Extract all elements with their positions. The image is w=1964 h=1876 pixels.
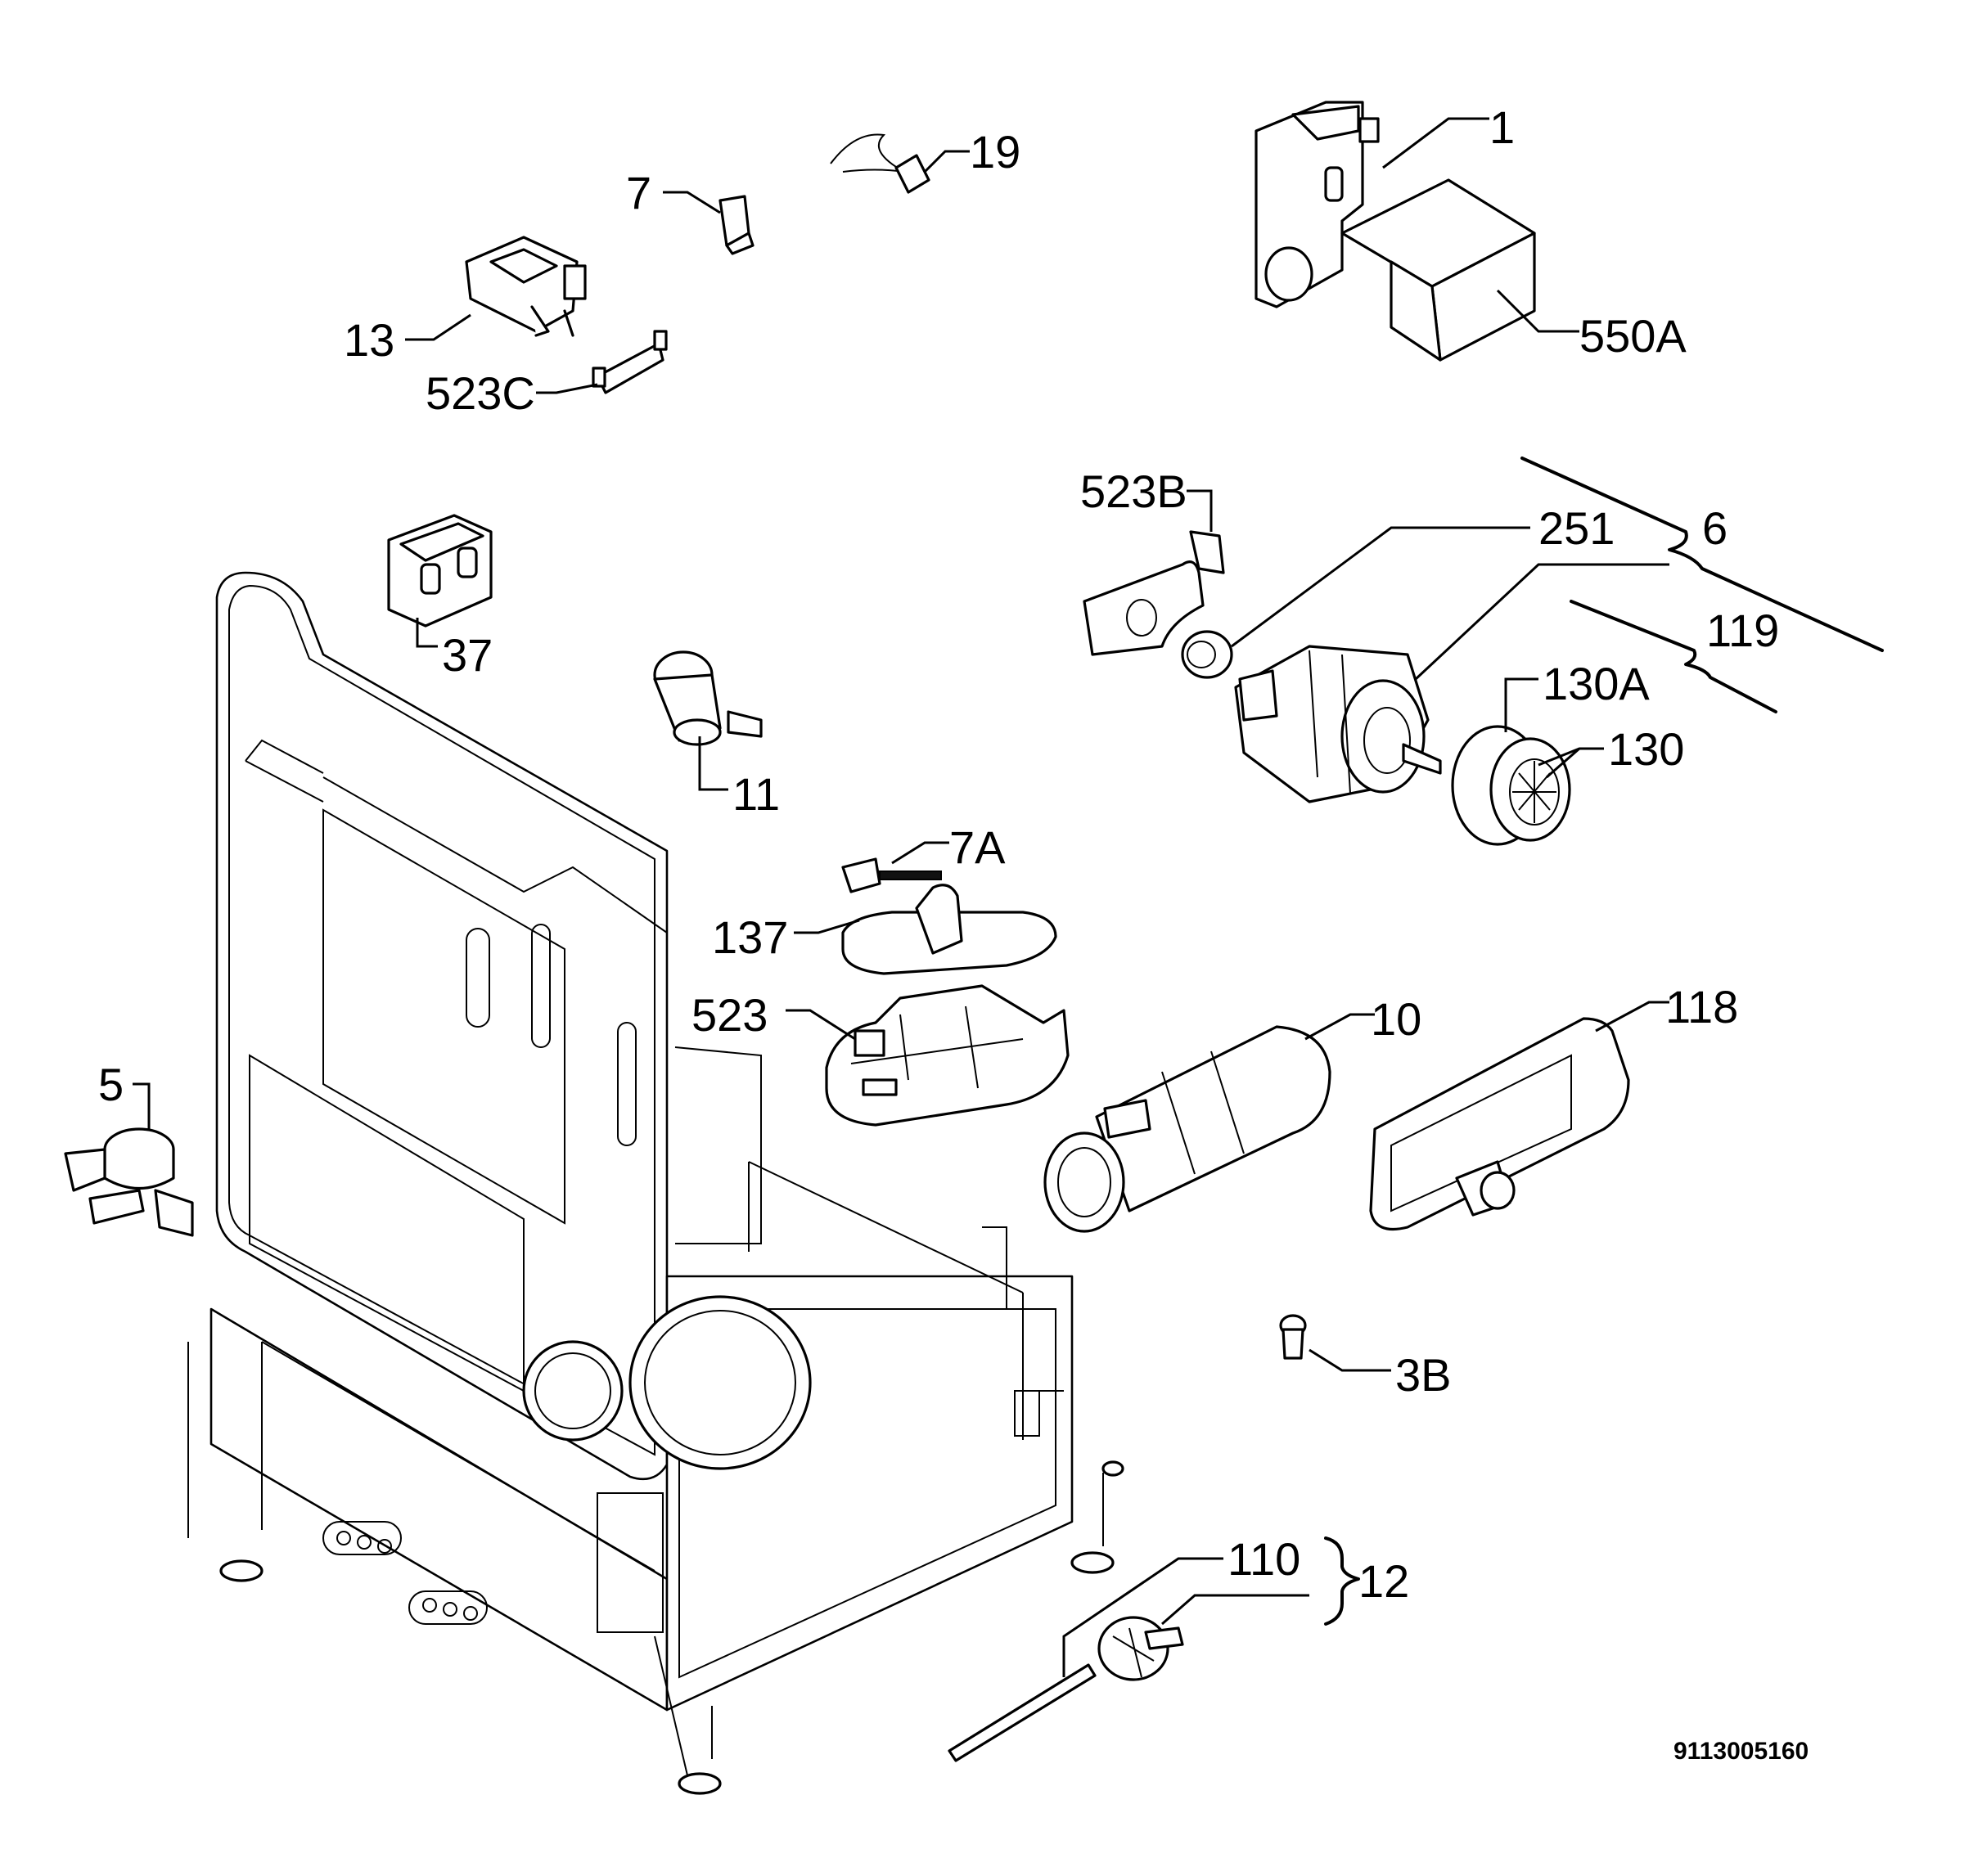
svg-text:6: 6 [1702, 502, 1728, 554]
svg-text:130A: 130A [1543, 658, 1650, 709]
svg-text:13: 13 [344, 314, 394, 366]
svg-text:110: 110 [1228, 1533, 1300, 1585]
svg-text:37: 37 [442, 629, 493, 681]
svg-text:3B: 3B [1395, 1349, 1452, 1401]
svg-text:523C: 523C [426, 367, 535, 419]
part-19-sensor [830, 133, 970, 194]
svg-text:10: 10 [1371, 993, 1421, 1045]
part-37-relay [387, 514, 493, 648]
drawing-code: 9113005160 [1673, 1738, 1809, 1765]
callout-3b: 3B [1395, 1349, 1452, 1401]
callout-7: 7 [626, 167, 651, 218]
callout-10: 10 [1371, 993, 1421, 1045]
svg-text:137: 137 [712, 911, 788, 963]
part-110-pressure-switch [948, 1557, 1309, 1762]
callout-5: 5 [98, 1059, 124, 1110]
part-251-seal [1181, 526, 1530, 679]
part-523c-bracket [536, 330, 668, 394]
svg-text:523: 523 [691, 989, 768, 1041]
part-7-switch [663, 191, 755, 255]
callout-137: 137 [712, 911, 788, 963]
part-118-dispenser [1369, 1001, 1669, 1231]
svg-text:5: 5 [98, 1059, 124, 1110]
callout-523c: 523C [426, 367, 535, 419]
part-6-circulation-pump [1234, 563, 1669, 803]
svg-text:251: 251 [1538, 502, 1615, 554]
callout-130: 130 [1608, 723, 1684, 775]
part-137-cover [794, 884, 1057, 975]
part-550a-box [1340, 178, 1579, 362]
callout-523b: 523B [1080, 466, 1187, 517]
part-3b-sensor [1279, 1314, 1391, 1372]
callout-119: 119 [1570, 600, 1779, 713]
callout-12: 12 [1324, 1536, 1409, 1626]
callout-7a: 7A [949, 821, 1006, 873]
callout-6: 6 [1520, 457, 1884, 652]
part-130-impeller [1451, 677, 1604, 846]
part-523b-bracket [1083, 489, 1225, 656]
callout-110: 110 [1228, 1533, 1300, 1585]
callout-11: 11 [732, 768, 780, 820]
callout-1: 1 [1489, 101, 1515, 153]
tub-frame-assembly [187, 571, 1124, 1795]
part-10-heater [1043, 1013, 1375, 1233]
callout-118: 118 [1665, 981, 1738, 1032]
part-11-capacitor [653, 650, 763, 791]
svg-text:1: 1 [1489, 101, 1515, 153]
callout-130a: 130A [1543, 658, 1650, 709]
svg-text:19: 19 [970, 126, 1020, 178]
part-13-door-lock [405, 236, 587, 341]
svg-text:12: 12 [1358, 1555, 1409, 1607]
part-5-inlet-valve [64, 1082, 194, 1237]
svg-text:523B: 523B [1080, 466, 1187, 517]
callout-37: 37 [442, 629, 493, 681]
callout-550a: 550A [1579, 310, 1687, 362]
svg-text:7A: 7A [949, 821, 1006, 873]
callout-523: 523 [691, 989, 768, 1041]
callout-19: 19 [970, 126, 1020, 178]
callout-13: 13 [344, 314, 394, 366]
svg-text:11: 11 [732, 768, 780, 820]
svg-text:7: 7 [626, 167, 651, 218]
part-programmer-timer [1255, 101, 1489, 308]
svg-text:119: 119 [1706, 605, 1779, 656]
part-7a-switch [841, 841, 949, 893]
svg-text:550A: 550A [1579, 310, 1687, 362]
part-523-sump-housing [786, 984, 1070, 1127]
svg-text:118: 118 [1665, 981, 1738, 1032]
callout-251: 251 [1538, 502, 1615, 554]
svg-text:130: 130 [1608, 723, 1684, 775]
